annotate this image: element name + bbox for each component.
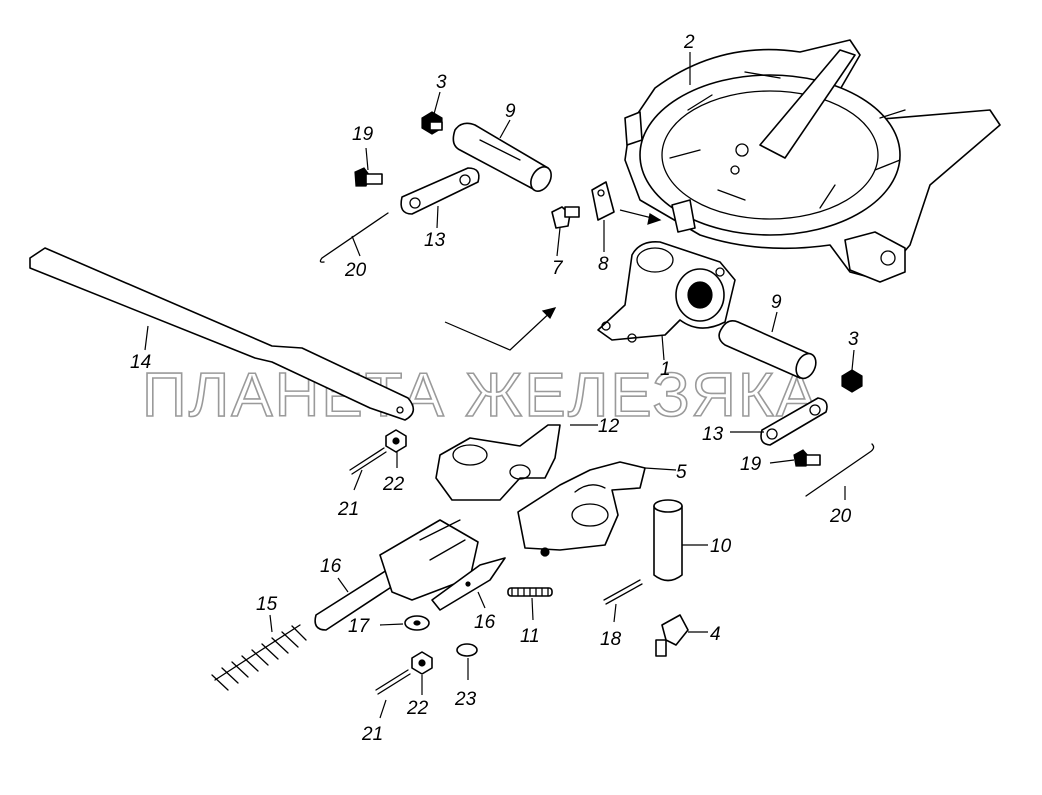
callout-12: 12 — [598, 416, 620, 437]
part-3a-fitting — [421, 111, 443, 135]
part-19b-bolt — [793, 449, 821, 467]
watermark-text: ПЛАНЕТА ЖЕЛЕЗЯКА — [142, 361, 819, 430]
callout-18: 18 — [600, 629, 622, 650]
callout-2: 2 — [683, 32, 695, 53]
callout-15: 15 — [256, 594, 278, 615]
callout-19b: 19 — [740, 454, 762, 475]
leader-lines — [144, 52, 855, 719]
part-22b-nut — [411, 651, 433, 675]
part-20a-wire — [319, 212, 389, 263]
callout-14: 14 — [130, 352, 151, 373]
callout-19: 19 — [352, 124, 374, 145]
callout-9: 9 — [505, 101, 516, 122]
part-3b-fitting — [841, 369, 863, 393]
callout-22b: 22 — [406, 698, 429, 719]
part-17-washer — [404, 615, 430, 631]
part-18-cotter-pin — [603, 579, 643, 605]
part-9b-pin — [718, 320, 817, 380]
callout-21: 21 — [337, 499, 359, 520]
callout-9b: 9 — [771, 292, 782, 313]
part-23-washer — [456, 643, 478, 657]
callout-3: 3 — [436, 72, 447, 93]
callout-22: 22 — [382, 474, 405, 495]
callout-4: 4 — [710, 624, 721, 645]
callout-5: 5 — [676, 462, 687, 483]
part-15-spring — [211, 624, 307, 691]
part-21a-cotter-pin — [349, 447, 387, 475]
part-4-grease-fitting — [655, 614, 689, 657]
part-19a-bolt — [354, 167, 383, 187]
callout-8: 8 — [598, 254, 609, 275]
part-10-pin — [653, 499, 683, 582]
callout-21b: 21 — [361, 724, 383, 745]
part-7-bolt — [551, 206, 580, 229]
part-1-bracket — [597, 240, 736, 343]
callout-17: 17 — [348, 616, 371, 637]
callout-10: 10 — [710, 536, 732, 557]
callout-labels: 2 3 9 19 13 20 7 8 14 1 9 3 12 13 19 20 … — [130, 32, 859, 745]
callout-16b: 16 — [474, 612, 496, 633]
part-13a-link-plate — [400, 167, 480, 215]
part-14-handle — [29, 247, 415, 421]
callout-7: 7 — [552, 258, 564, 279]
part-8-key — [591, 181, 615, 221]
part-5-latch — [517, 461, 646, 557]
callout-1: 1 — [660, 359, 671, 380]
callout-20: 20 — [344, 260, 367, 281]
callout-11: 11 — [520, 626, 540, 647]
callout-13: 13 — [424, 230, 446, 251]
part-11-spring — [507, 587, 553, 597]
callout-20b: 20 — [829, 506, 852, 527]
callout-13b: 13 — [702, 424, 724, 445]
part-12-latch — [435, 424, 561, 501]
part-22a-nut — [385, 429, 407, 453]
part-13b-link-plate — [760, 397, 828, 446]
part-9a-pin — [452, 122, 552, 192]
callout-16: 16 — [320, 556, 342, 577]
part-21b-cotter-pin — [375, 669, 411, 695]
callout-23: 23 — [454, 689, 477, 710]
part-20b-wire — [805, 443, 875, 497]
callout-3b: 3 — [848, 329, 859, 350]
assembly-arrows — [444, 209, 662, 351]
part-16b-blade — [431, 557, 506, 611]
part-2-fifth-wheel-plate — [624, 39, 1001, 283]
